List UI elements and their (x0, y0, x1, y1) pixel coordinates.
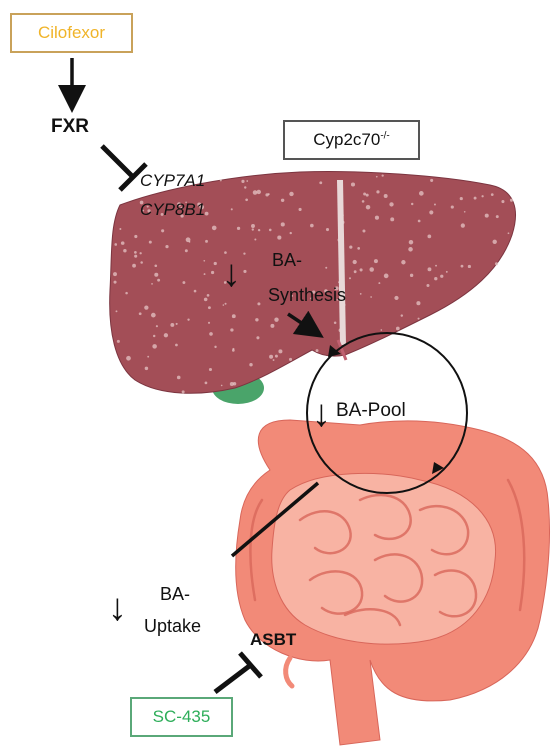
sc435-label: SC-435 (153, 707, 211, 727)
uptake-label-line1: BA- (160, 584, 190, 605)
asbt-label: ASBT (250, 630, 296, 650)
uptake-label-line2: Uptake (144, 616, 201, 637)
sc435-box: SC-435 (130, 697, 233, 737)
uptake-down-arrow: ↓ (108, 588, 127, 628)
cyp7a1-label: CYP7A1 (140, 171, 205, 191)
cyp2c70-box: Cyp2c70-/- (283, 120, 420, 160)
sc435-inhibition-bar (215, 653, 261, 692)
synthesis-label-line2: Synthesis (268, 285, 346, 306)
synthesis-label-line1: BA- (272, 250, 302, 271)
cyp8b1-label: CYP8B1 (140, 200, 205, 220)
pool-label: BA-Pool (336, 400, 406, 422)
synthesis-down-arrow: ↓ (222, 254, 241, 294)
cilofexor-label: Cilofexor (38, 23, 105, 43)
cyp2c70-label: Cyp2c70-/- (313, 130, 390, 150)
pool-down-arrow: ↓ (312, 394, 331, 434)
intestine-illustration (236, 420, 550, 745)
cyp2c70-text: Cyp2c70 (313, 130, 380, 149)
fxr-label: FXR (51, 116, 89, 138)
cilofexor-box: Cilofexor (10, 13, 133, 53)
cyp2c70-superscript: -/- (380, 130, 389, 141)
